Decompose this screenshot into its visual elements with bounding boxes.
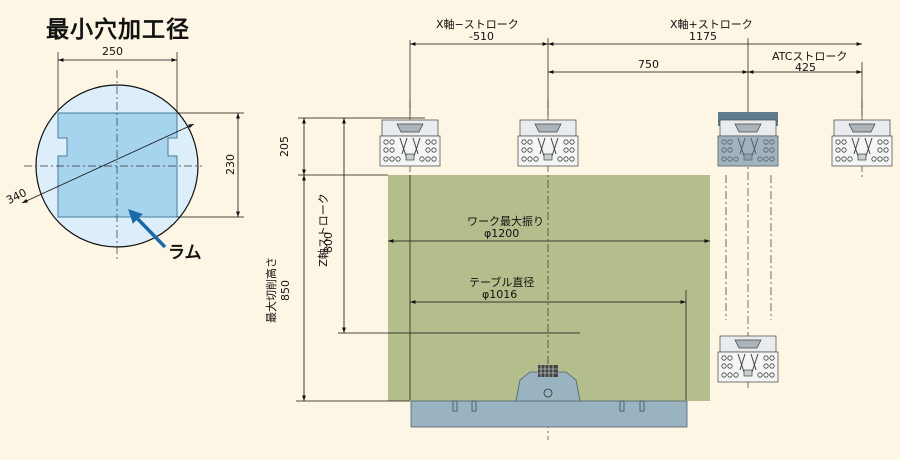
ram-block	[57, 112, 178, 218]
atc-title: ATCストローク	[772, 50, 848, 63]
spindle-head-plus	[831, 119, 893, 167]
inset-width-label: 250	[102, 45, 123, 58]
z-stroke-title: Z軸ストローク	[316, 193, 330, 267]
inset-diameter-dim	[21, 123, 195, 204]
inset-height-label: 230	[224, 154, 237, 175]
extension-lines	[296, 38, 863, 402]
x-plus-title: X軸+ストローク	[670, 18, 753, 31]
z-stroke-value: 800	[322, 232, 335, 253]
x-minus-title: X軸−ストローク	[436, 18, 519, 31]
dim-205-label: 205	[278, 136, 291, 157]
atc-value: 425	[795, 61, 816, 74]
table-dia-value: φ1016	[482, 288, 518, 301]
spindle-head-atc	[717, 112, 779, 167]
work-swing-title: ワーク最大振り	[467, 215, 544, 228]
x-plus-value: 1175	[689, 30, 717, 43]
max-cut-height-title: 最大切削高さ	[265, 257, 278, 323]
dim-750-label: 750	[638, 58, 659, 71]
rotary-table	[410, 365, 688, 428]
ram-label: ラム	[168, 243, 202, 263]
spindle-head-lowered	[717, 335, 779, 383]
work-swing-value: φ1200	[484, 227, 520, 240]
main-figure	[296, 38, 893, 440]
ram-pointer-arrow	[128, 208, 167, 249]
max-cut-height-value: 850	[279, 280, 292, 301]
page-title: 最小穴加工径	[46, 17, 190, 43]
x-minus-value: -510	[469, 30, 494, 43]
inset-figure	[21, 52, 244, 262]
work-area	[388, 175, 710, 401]
table-dia-title: テーブル直径	[469, 276, 535, 289]
spindle-head-minus	[379, 119, 441, 167]
spindle-head-center	[517, 119, 579, 167]
